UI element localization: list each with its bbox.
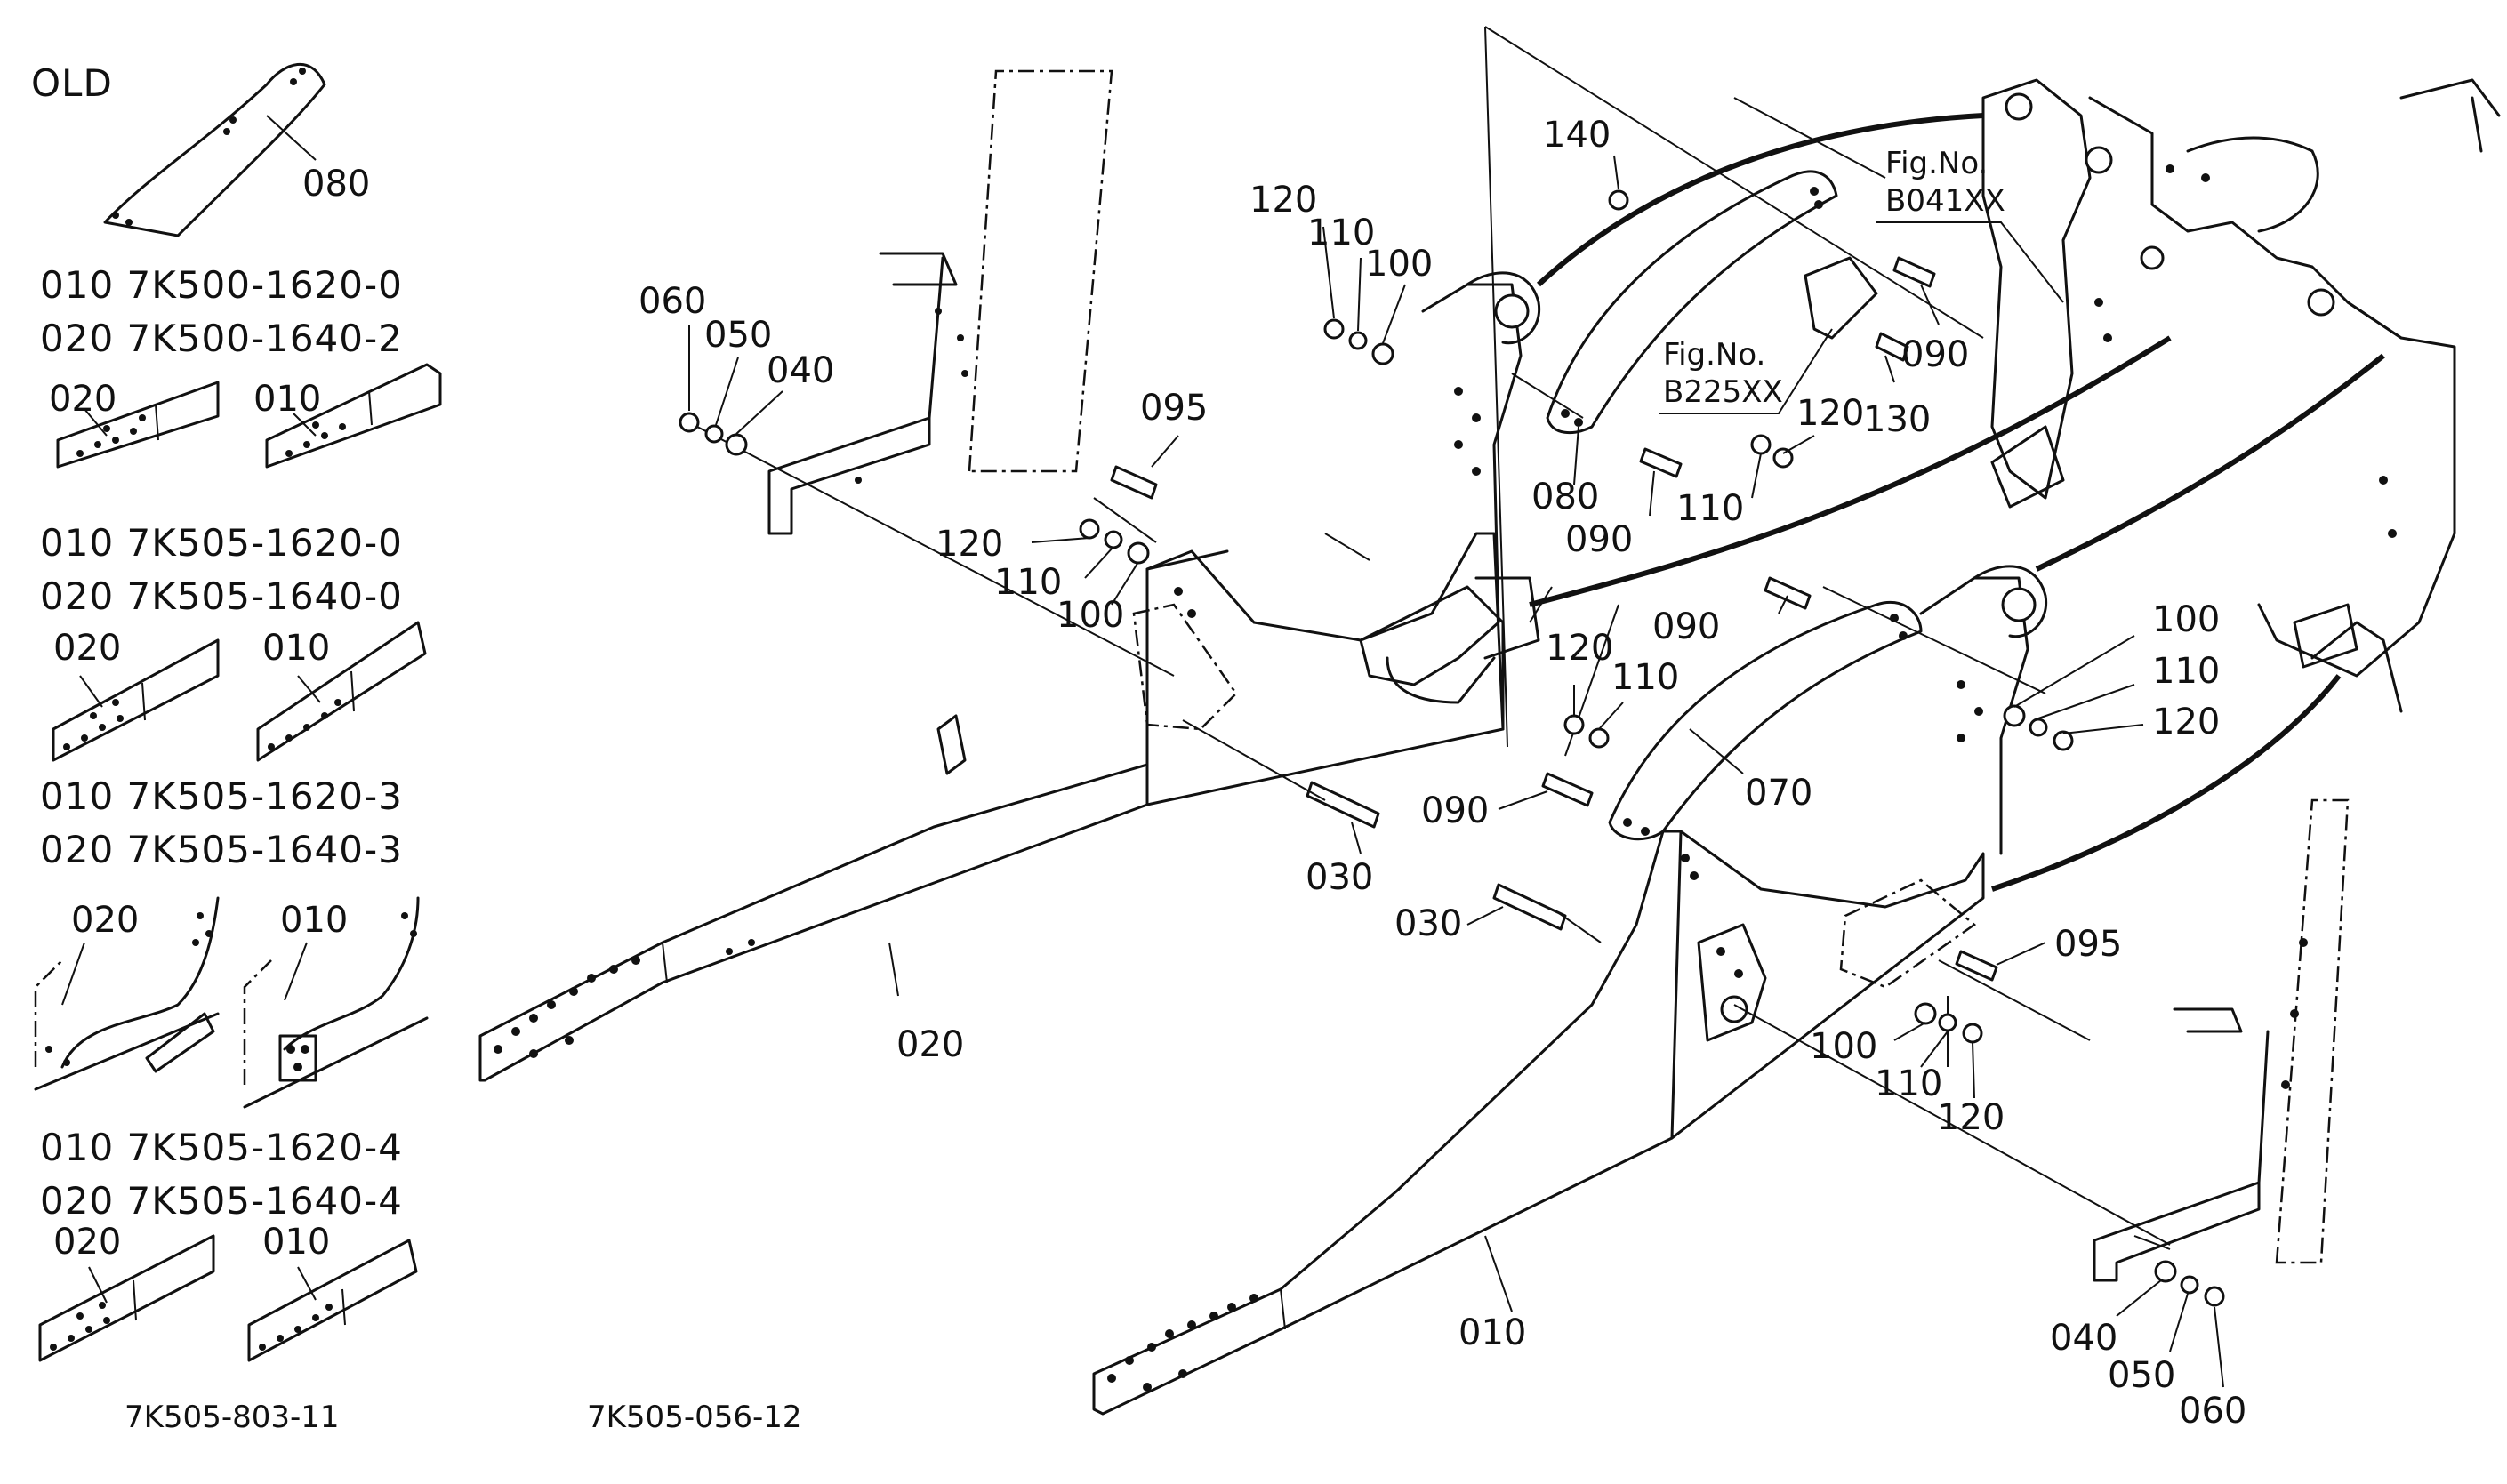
callout-070: 070 [1745, 773, 1812, 814]
callout-110-far-right: 110 [2152, 651, 2220, 692]
fig-ref-1-line2: B041XX [1885, 183, 2005, 219]
callout-060-left: 060 [639, 281, 706, 322]
old-bracket-080: 080 [103, 62, 370, 237]
legend-group-4-left-label: 020 [53, 1222, 121, 1263]
fig-ref-1-line1: Fig.No. [1885, 146, 1988, 181]
diagram-code: 7K505-056-12 [587, 1400, 802, 1435]
legend-group-3-sketch [34, 896, 429, 1109]
callout-030-lower: 030 [1394, 903, 1462, 944]
legend-group-3-line2: 020 7K505-1640-3 [40, 828, 403, 871]
callout-110-center: 110 [1611, 657, 1679, 698]
callout-095-lower: 095 [2054, 924, 2122, 965]
callout-100-top: 100 [1365, 244, 1433, 285]
callout-120-center: 120 [1546, 628, 1613, 669]
fig-ref-b041xx: Fig.No. B041XX [1876, 146, 2064, 303]
callout-110-right: 110 [1676, 488, 1744, 529]
callout-100-lower: 100 [1810, 1026, 1877, 1067]
main-diagram: Fig.No. B041XX Fig.No. B225XX [478, 26, 2501, 1435]
assembly-lines [679, 26, 2171, 1250]
callout-020: 020 [896, 1024, 964, 1065]
callout-060-right: 060 [2179, 1391, 2246, 1432]
callout-110-top: 110 [1307, 213, 1375, 253]
callout-010: 010 [1458, 1312, 1526, 1353]
callout-090-top: 090 [1901, 334, 1969, 375]
legend-group-2-left-label: 020 [53, 628, 121, 669]
fig-ref-2-line1: Fig.No. [1663, 337, 1765, 373]
callout-130: 130 [1863, 399, 1931, 440]
tractor-frame-right [1981, 78, 2501, 713]
fig-ref-2-line2: B225XX [1663, 374, 1783, 410]
legend-group-1-line2: 020 7K500-1640-2 [40, 317, 403, 360]
legend-panel: OLD 080 010 7K500-1620-0 020 7K500-1640-… [31, 61, 442, 1435]
callout-120-mid: 120 [936, 524, 1003, 565]
legend-group-4-line2: 020 7K505-1640-4 [40, 1179, 403, 1223]
callout-050-right: 050 [2108, 1355, 2175, 1396]
callout-labels: 060 050 040 120 110 100 140 090 130 095 … [639, 115, 2246, 1432]
legend-group-4-sketch [38, 1234, 418, 1362]
leader-lines [688, 155, 2224, 1388]
mount-bracket-upper [1359, 271, 1541, 686]
legend-group-3-line1: 010 7K505-1620-3 [40, 774, 403, 818]
legend-group-2-right-label: 010 [262, 628, 330, 669]
callout-040-left: 040 [767, 350, 834, 391]
callout-100-right: 100 [2152, 599, 2220, 640]
legend-group-2-sketch [52, 621, 427, 762]
callout-095-upper: 095 [1140, 388, 1208, 429]
mounting-plate-left [767, 69, 1113, 535]
old-label: OLD [31, 61, 113, 105]
callout-110-lower: 110 [1875, 1063, 1942, 1104]
legend-group-3-right-label: 010 [280, 900, 348, 941]
callout-110-mid: 110 [994, 562, 1062, 603]
callout-100-mid: 100 [1057, 595, 1124, 636]
legend-group-1-right-label: 010 [253, 379, 321, 420]
callout-050-left: 050 [704, 315, 772, 356]
old-part-label: 080 [302, 164, 370, 205]
callout-090-lower: 090 [1421, 790, 1489, 831]
callout-120-top: 120 [1249, 180, 1317, 221]
bracket-080 [1546, 170, 1838, 435]
callout-120-lower: 120 [1937, 1097, 2005, 1138]
callout-090-mid: 090 [1565, 519, 1633, 560]
mounting-plate-right [2093, 798, 2350, 1282]
fig-ref-b225xx: Fig.No. B225XX [1659, 328, 1833, 414]
legend-group-1-line1: 010 7K500-1620-0 [40, 263, 403, 307]
loader-arm-020 [478, 532, 1505, 1082]
callout-140: 140 [1543, 115, 1611, 156]
legend-group-3-left-label: 020 [71, 900, 139, 941]
callout-120-far-right: 120 [2152, 702, 2220, 742]
legend-footer-code: 7K505-803-11 [125, 1400, 340, 1435]
legend-group-2-line1: 010 7K505-1620-0 [40, 521, 403, 565]
legend-group-4-right-label: 010 [262, 1222, 330, 1263]
callout-090-center: 090 [1652, 606, 1720, 647]
legend-group-1-sketch [56, 363, 442, 469]
callout-080: 080 [1531, 477, 1599, 517]
legend-group-1-left-label: 020 [49, 379, 117, 420]
legend-group-2-line2: 020 7K505-1640-0 [40, 574, 403, 618]
callout-030-upper: 030 [1306, 857, 1373, 898]
legend-group-4-line1: 010 7K505-1620-4 [40, 1126, 403, 1169]
fasteners [679, 189, 2225, 1307]
assembly-arrows [1529, 113, 2385, 892]
callout-040-right: 040 [2050, 1318, 2117, 1359]
callout-120-right: 120 [1796, 393, 1864, 434]
loader-arm-010 [1092, 830, 1985, 1416]
